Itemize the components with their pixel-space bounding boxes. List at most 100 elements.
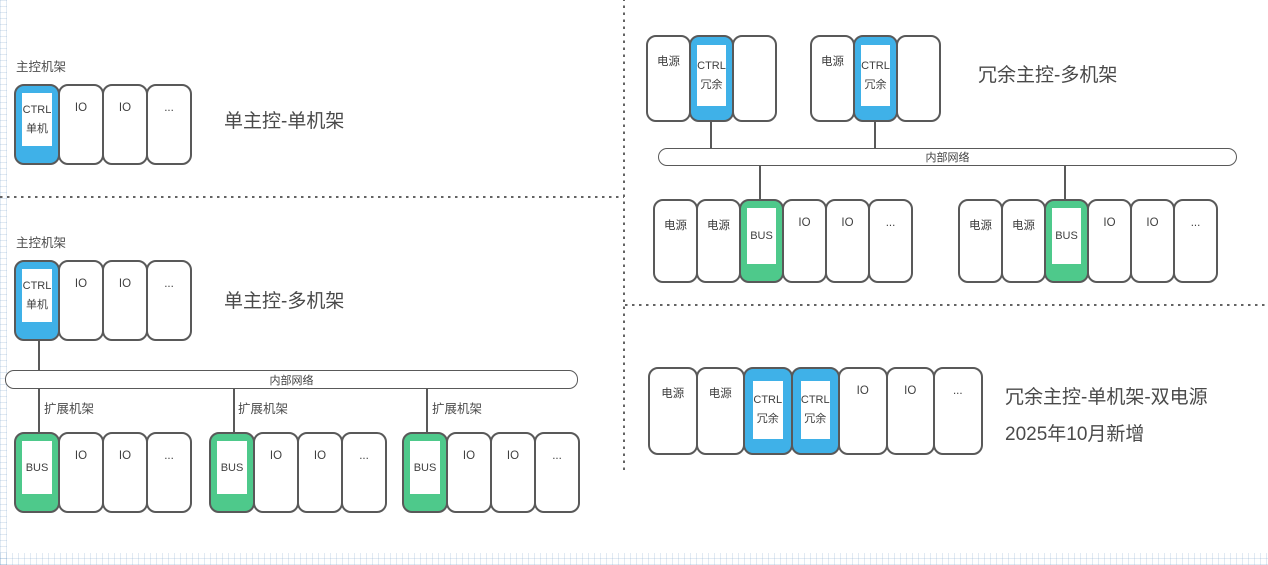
slot-io: IO [838, 367, 888, 455]
slot-io: IO [58, 432, 104, 513]
slot-power: 电源 [696, 199, 741, 283]
slot-text: CTRL [697, 59, 726, 72]
slot-text: IO [313, 450, 327, 462]
expansion-rack-label: 扩展机架 [238, 402, 289, 416]
slot-bus: BUS [14, 432, 60, 513]
slot-power: 电源 [646, 35, 691, 122]
connector-line [759, 166, 761, 199]
connector-line [233, 388, 235, 433]
slot-inner-panel: CTRL 单机 [22, 93, 52, 146]
slot-text: BUS [750, 230, 773, 242]
slot-io: IO [102, 260, 148, 341]
slot-text: ... [552, 450, 562, 462]
slot-text: 冗余 [864, 78, 887, 91]
slot-io: IO [885, 367, 935, 455]
slot-text: CTRL [753, 394, 783, 406]
canvas-grid-edge [0, 0, 7, 565]
connector-line [1064, 166, 1066, 199]
slot-text: IO [798, 217, 811, 229]
slot-ellipsis: ... [146, 84, 192, 165]
slot-text: 电源 [661, 388, 685, 400]
slot-text: 冗余 [700, 78, 723, 91]
divider-horizontal-left [0, 196, 624, 198]
slot-ellipsis: ... [146, 260, 192, 341]
slot-text: BUS [220, 461, 244, 474]
rack-label: 主控机架 [16, 60, 67, 74]
section-title: 冗余主控-单机架-双电源 [1005, 387, 1208, 408]
slot-text: ... [359, 450, 369, 462]
slot-inner-panel: BUS [1052, 208, 1081, 264]
slot-text: CTRL [22, 103, 52, 116]
slot-ellipsis: ... [1173, 199, 1218, 283]
slot-text: 单机 [26, 122, 48, 135]
divider-horizontal-right [625, 304, 1268, 306]
divider-vertical [623, 0, 625, 470]
slot-ctrl-redundant: CTRL 冗余 [689, 35, 734, 122]
slot-bus: BUS [209, 432, 255, 513]
slot-text: IO [904, 385, 917, 397]
rack-expansion: BUS IO IO... [209, 432, 387, 513]
slot-text: 电源 [708, 388, 732, 400]
slot-ctrl-redundant: CTRL 冗余 [853, 35, 898, 122]
slot-text: ... [1190, 217, 1201, 229]
rack-redundant-master: 电源 CTRL 冗余 [646, 35, 777, 122]
connector-line [426, 388, 428, 433]
slot-text: IO [269, 450, 283, 462]
slot-power: 电源 [810, 35, 855, 122]
slot-io: IO [253, 432, 299, 513]
slot-io: IO [102, 432, 148, 513]
slot-power: 电源 [1001, 199, 1046, 283]
slot-inner-panel: BUS [410, 441, 440, 494]
rack-label: 主控机架 [16, 236, 67, 250]
slot-io: IO [782, 199, 827, 283]
slot-text: CTRL [800, 394, 830, 406]
section-title: 单主控-单机架 [224, 111, 345, 132]
slot-io: IO [1087, 199, 1132, 283]
slot-ellipsis: ... [146, 432, 192, 513]
slot-io: IO [297, 432, 343, 513]
connector-line [874, 122, 876, 149]
section-title: 单主控-多机架 [224, 291, 345, 312]
slot-text: ... [885, 217, 896, 229]
slot-ctrl-single: CTRL 单机 [14, 84, 60, 165]
slot-inner-panel: BUS [217, 441, 247, 494]
connector-line [38, 388, 40, 433]
slot-text: 电源 [1012, 220, 1035, 232]
slot-inner-panel: CTRL 冗余 [697, 45, 726, 106]
slot-text: ... [164, 102, 174, 114]
slot-text: IO [118, 278, 132, 290]
slot-text: IO [1146, 217, 1159, 229]
slot-text: 电源 [664, 220, 687, 232]
expansion-rack-label: 扩展机架 [432, 402, 483, 416]
slot-text: IO [506, 450, 520, 462]
slot-text: CTRL [861, 59, 890, 72]
rack-redundant-master: 电源 CTRL 冗余 [810, 35, 941, 122]
slot-io: IO [490, 432, 536, 513]
slot-ellipsis: ... [868, 199, 913, 283]
slot-io: IO [58, 84, 104, 165]
connector-line [710, 122, 712, 149]
section-subtitle: 2025年10月新增 [1005, 424, 1145, 445]
slot-text: BUS [1055, 230, 1078, 242]
slot-power: 电源 [653, 199, 698, 283]
network-bus: 内部网络 [658, 148, 1237, 166]
slot-empty [732, 35, 777, 122]
section-title: 冗余主控-多机架 [978, 65, 1118, 86]
slot-bus: BUS [739, 199, 784, 283]
slot-ellipsis: ... [534, 432, 580, 513]
slot-text: IO [74, 278, 88, 290]
canvas-grid-edge [0, 553, 1268, 565]
slot-text: 冗余 [804, 413, 827, 425]
slot-io: IO [102, 84, 148, 165]
